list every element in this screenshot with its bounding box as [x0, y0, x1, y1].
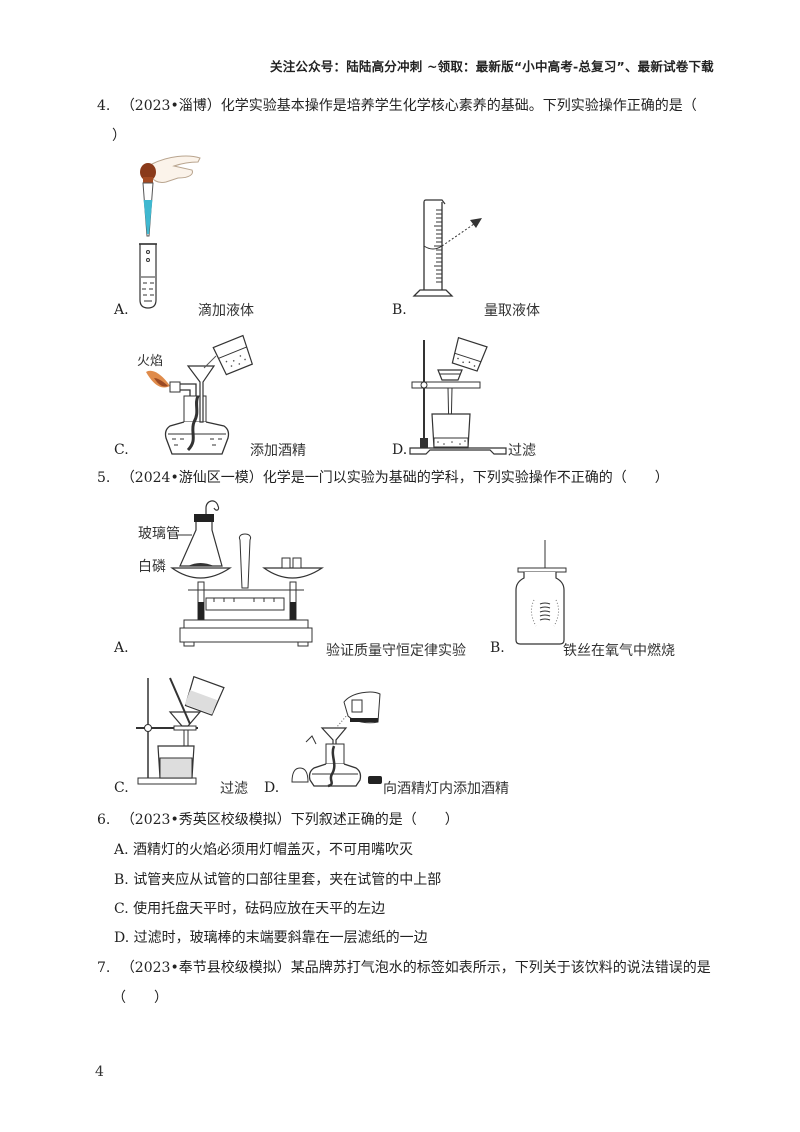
option-letter: D.	[114, 930, 130, 946]
q6-option-c: C. 使用托盘天平时，砝码应放在天平的左边	[114, 899, 385, 919]
balance-figure	[170, 498, 330, 646]
graduated-cylinder-figure	[410, 200, 482, 300]
question-source: （2023•秀英区校级模拟）	[120, 812, 291, 828]
option-text: 试管夹应从试管的口部往里套，夹在试管的中上部	[133, 872, 442, 888]
q5-option-a-caption: 验证质量守恒定律实验	[326, 643, 466, 659]
q5-option-d-letter: D.	[264, 780, 280, 796]
unlit-lamp-refill-figure	[288, 688, 388, 788]
question-stem: 化学是一门以实验为基础的学科，下列实验操作不正确的（ ）	[262, 470, 669, 486]
option-text: 过滤时，玻璃棒的末端要斜靠在一层滤纸的一边	[133, 930, 428, 946]
question-stem: 下列叙述正确的是（ ）	[290, 812, 459, 828]
question-stem: 化学实验基本操作是培养学生化学核心素养的基础。下列实验操作正确的是（	[220, 98, 697, 114]
question-number: 6.	[97, 812, 111, 828]
q4-option-d-letter: D.	[392, 442, 408, 458]
q4-option-b-caption: 量取液体	[484, 303, 540, 319]
question-source: （2023•奉节县校级模拟）	[120, 960, 291, 976]
page-number: 4	[95, 1064, 104, 1080]
filtration-with-rod-figure	[136, 676, 236, 786]
question-4-stem-continued: ）	[112, 128, 126, 144]
option-text: 使用托盘天平时，砝码应放在天平的左边	[133, 901, 386, 917]
question-4: 4. （2023•淄博）化学实验基本操作是培养学生化学核心素养的基础。下列实验操…	[97, 96, 697, 116]
q6-option-b: B. 试管夹应从试管的口部往里套，夹在试管的中上部	[114, 870, 441, 890]
glass-tube-label: 玻璃管	[138, 526, 180, 542]
question-7-answer-bracket: （ ）	[112, 990, 168, 1006]
question-number: 7.	[97, 960, 111, 976]
question-number: 4.	[97, 98, 111, 114]
q4-option-c-letter: C.	[114, 442, 129, 458]
q4-option-b-letter: B.	[392, 302, 407, 318]
question-6: 6. （2023•秀英区校级模拟）下列叙述正确的是（ ）	[97, 810, 459, 830]
question-7: 7. （2023•奉节县校级模拟）某品牌苏打气泡水的标签如表所示，下列关于该饮料…	[97, 958, 711, 978]
q5-option-b-caption: 铁丝在氧气中燃烧	[563, 643, 675, 659]
option-text: 酒精灯的火焰必须用灯帽盖灭，不可用嘴吹灭	[133, 842, 414, 858]
q5-option-c-letter: C.	[114, 780, 129, 796]
q5-option-b-letter: B.	[490, 640, 505, 656]
q4-option-c-caption: 添加酒精	[250, 443, 306, 459]
dropper-figure	[128, 152, 208, 312]
q5-option-c-caption: 过滤	[220, 781, 248, 797]
question-number: 5.	[97, 470, 111, 486]
q4-option-d-caption: 过滤	[508, 443, 536, 459]
lamp-cap-icon	[368, 776, 382, 784]
q6-option-d: D. 过滤时，玻璃棒的末端要斜靠在一层滤纸的一边	[114, 928, 428, 948]
q6-option-a: A. 酒精灯的火焰必须用灯帽盖灭，不可用嘴吹灭	[114, 840, 413, 860]
question-stem: 某品牌苏打气泡水的标签如表所示，下列关于该饮料的说法错误的是	[290, 960, 711, 976]
option-letter: C.	[114, 901, 129, 917]
flame-label: 火焰	[137, 354, 164, 369]
filtration-figure	[410, 338, 510, 456]
q4-option-a-caption: 滴加液体	[198, 303, 254, 319]
white-phosphorus-label: 白磷	[138, 559, 166, 575]
page-header-banner: 关注公众号：陆陆高分冲刺 ~领取：最新版“小中高考-总复习”、最新试卷下载	[270, 59, 714, 74]
iron-wire-jar-figure	[510, 540, 570, 650]
option-letter: A.	[114, 842, 129, 858]
question-5: 5. （2024•游仙区一模）化学是一门以实验为基础的学科，下列实验操作不正确的…	[97, 468, 669, 488]
q5-option-a-letter: A.	[114, 640, 129, 656]
option-letter: B.	[114, 872, 129, 888]
q4-option-a-letter: A.	[114, 302, 129, 318]
lit-alcohol-lamp-figure	[146, 334, 260, 459]
question-source: （2024•游仙区一模）	[120, 470, 263, 486]
question-source: （2023•淄博）	[120, 98, 221, 114]
q5-option-d-caption: 向酒精灯内添加酒精	[383, 781, 509, 797]
